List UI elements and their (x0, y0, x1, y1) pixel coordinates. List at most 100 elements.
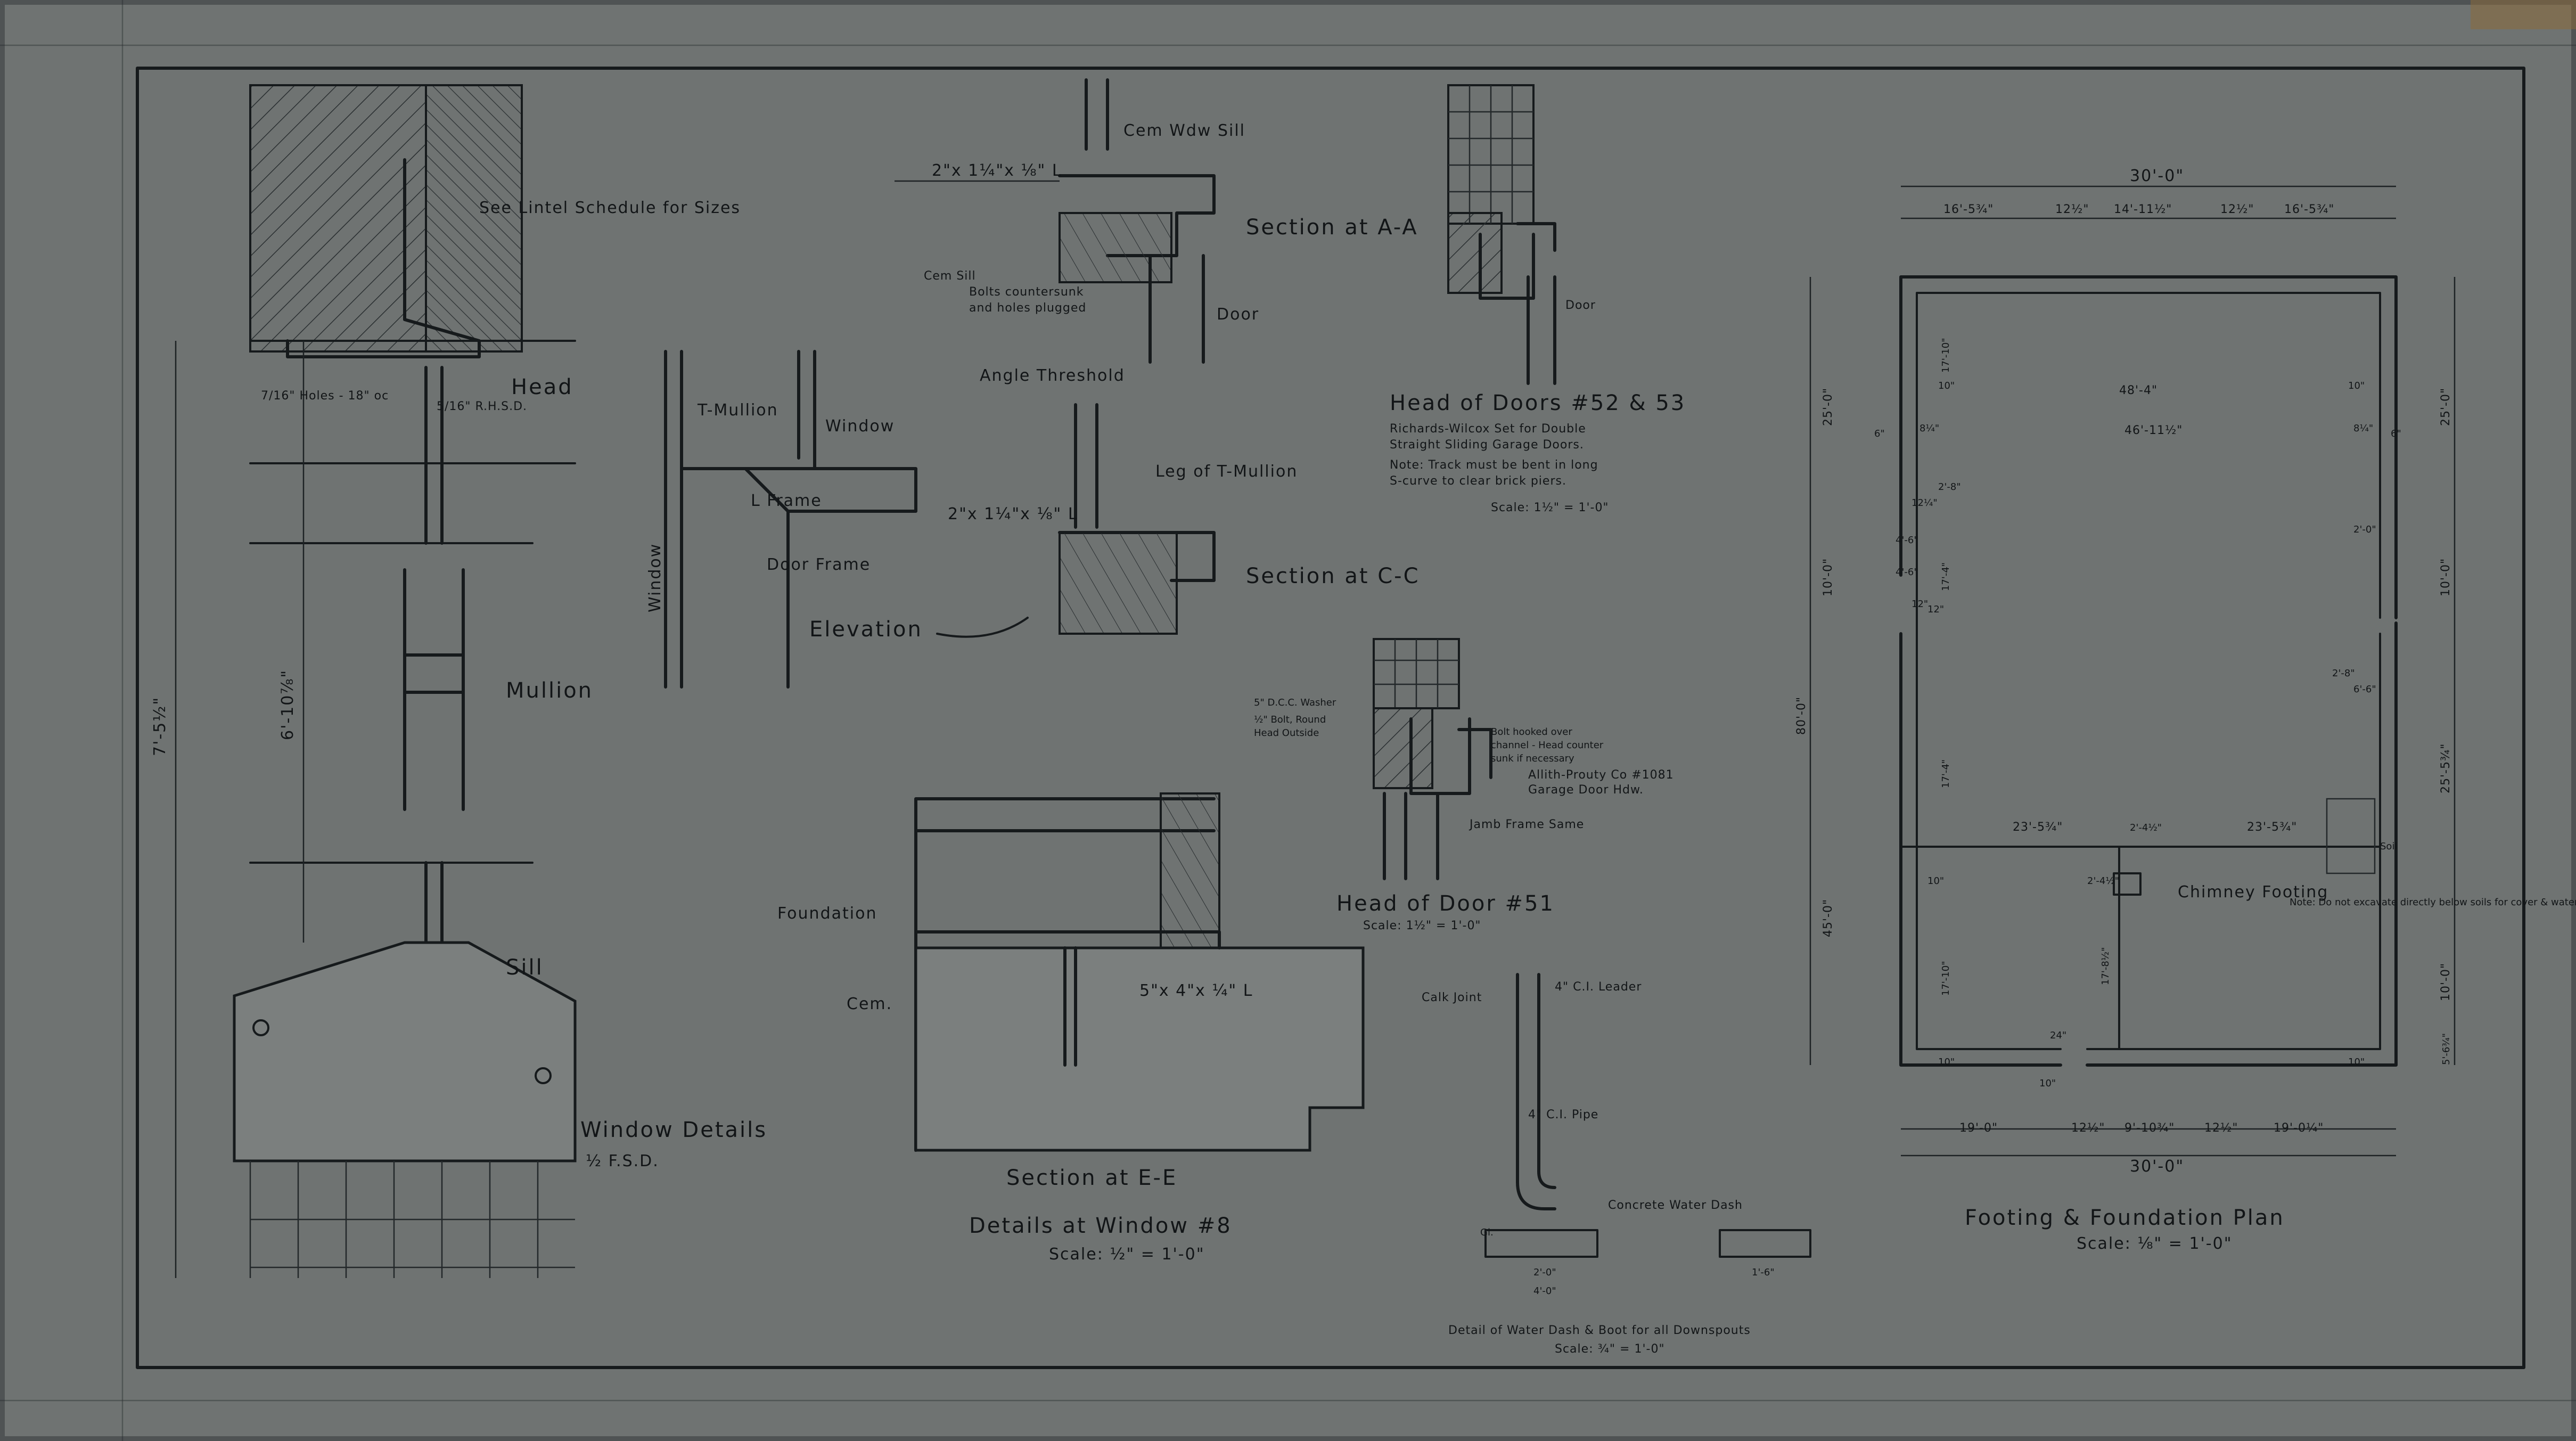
aa-door-label: Door (1217, 305, 1259, 324)
track-note-2: S-curve to clear brick piers. (1390, 474, 1566, 488)
section-cc: Leg of T-Mullion 2"x 1¼"x ⅛" L Section a… (948, 403, 1420, 635)
hardware-51 (1409, 717, 1492, 795)
inner-46: 46'-11½" (2124, 424, 2183, 437)
ee-angle-top (914, 930, 1221, 949)
bottom-dim-4: 19'-0¼" (2274, 1121, 2324, 1135)
elevation-arrow (936, 617, 1029, 638)
pier-dim-label: 10" (2039, 1078, 2056, 1089)
ci-leader: 4" C.I. Leader (1555, 980, 1642, 994)
section-cc-title: Section at C-C (1246, 564, 1420, 588)
hooked-note-2: channel - Head counter (1491, 740, 1604, 751)
head-doors-title: Head of Doors #52 & 53 (1390, 391, 1686, 415)
hooked-note-3: sunk if necessary (1491, 753, 1574, 764)
water-dash-title: Detail of Water Dash & Boot for all Down… (1448, 1324, 1751, 1337)
tape-stain (2471, 0, 2576, 29)
head-door-51: 5" D.C.C. Washer ½" Bolt, Round Head Out… (1254, 638, 1673, 932)
allith-note-2: Garage Door Hdw. (1528, 783, 1644, 797)
concrete-water-dash: Concrete Water Dash (1608, 1199, 1743, 1212)
ci-pipe: 4" C.I. Pipe (1528, 1108, 1598, 1121)
angle-threshold: Angle Threshold (980, 366, 1125, 385)
section-aa-title: Section at A-A (1246, 215, 1418, 240)
right-dim-4: 5'-6¾" (2441, 1033, 2452, 1065)
dash-dim-3: 4'-0" (1533, 1286, 1556, 1297)
top-dim-1: 12½" (2055, 203, 2089, 216)
plan-width-top: 30'-0" (2130, 167, 2184, 185)
dim-inner: 6'-10⅞" (278, 669, 297, 740)
section-aa: Cem Wdw Sill 2"x 1¼"x ⅛" L Cem Sill Bolt… (895, 78, 1418, 385)
leg-t-mullion: Leg of T-Mullion (1155, 462, 1298, 481)
aa-wood-block (1059, 212, 1172, 283)
bottom-dim-0: 19'-0" (1959, 1121, 1998, 1135)
elevation-frame (664, 350, 816, 689)
top-dim-3: 12½" (2220, 203, 2254, 216)
drawing-border (136, 67, 2525, 1369)
pier-dim-label: 6'-6" (2353, 684, 2376, 695)
dim-2-4: 2'-4½" (2130, 822, 2162, 833)
dash-dim-2: 1'-6" (1752, 1267, 1775, 1278)
right-dim-1: 10'-0" (2439, 558, 2452, 596)
bottom-dim-3: 12½" (2204, 1121, 2238, 1135)
mullion-label: Mullion (506, 678, 593, 703)
sill-bolt-b (535, 1067, 552, 1084)
pier-dim-label: 6" (2391, 428, 2401, 439)
pier-dim-label: 4'-6" (1896, 535, 1918, 546)
foundation-label: Foundation (777, 904, 877, 923)
head-frame (424, 366, 444, 545)
note-box (2326, 798, 2376, 874)
lintel-angle (286, 158, 481, 358)
chimney-footing: Chimney Footing (2178, 883, 2328, 902)
inner-left-3: 17'-10" (1940, 961, 1951, 996)
cc-angle: 2"x 1¼"x ⅛" L (948, 505, 1078, 523)
header-block-51 (1373, 707, 1433, 789)
lintel-wall-hatch-b (425, 84, 523, 353)
downspout-pipe (1516, 973, 1556, 1210)
sill-bolt (252, 1019, 269, 1036)
head-door-51-scale: Scale: 1½" = 1'-0" (1363, 919, 1481, 932)
bolt-note-1: ½" Bolt, Round (1254, 714, 1326, 725)
elevation-detail: T-Mullion Window Window L Frame Door Fra… (646, 350, 1029, 689)
brick-grid-52 (1448, 85, 1533, 224)
pier-dim-label: 8¼" (1919, 423, 1939, 434)
pier-dim-label: 24" (2050, 1030, 2066, 1041)
jamb-51 (1383, 792, 1439, 880)
section-ee: Foundation Cem. 5"x 4"x ¼" L Section at … (777, 792, 1365, 1264)
inner-17-8: 17'-8½" (2100, 947, 2111, 985)
dash-dim-1: 2'-0" (1533, 1267, 1556, 1278)
right-dim-3: 10'-0" (2439, 963, 2452, 1001)
head-doors-52-53: Door Head of Doors #52 & 53 Richards-Wil… (1390, 84, 1686, 514)
head-door-51-title: Head of Door #51 (1336, 891, 1555, 916)
head-label: Head (511, 375, 573, 399)
header-block (1447, 212, 1503, 294)
foundation-outline (1899, 275, 2398, 1067)
water-dash-a (1484, 1229, 1598, 1258)
inner-48: 48'-4" (2119, 384, 2157, 397)
holes-note: 7/16" Holes - 18" oc (261, 389, 389, 403)
window-side-label: Window (646, 543, 664, 612)
ee-post (1160, 792, 1220, 949)
inner-left-2: 17'-4" (1940, 759, 1951, 788)
dim-2-4b: 2'-4½" (2087, 875, 2119, 887)
door-52 (1527, 275, 1556, 385)
bolt-note-2: Head Outside (1254, 727, 1319, 739)
pier-dim-label: 10" (1938, 1057, 1955, 1068)
cc-wood-block (1059, 531, 1178, 635)
ee-concrete (914, 946, 1365, 1152)
aa-door (1148, 254, 1205, 364)
t-mullion-label: T-Mullion (697, 401, 778, 420)
foundation-plan-scale: Scale: ⅛" = 1'-0" (2077, 1234, 2233, 1253)
bolts-note-1: Bolts countersunk (969, 285, 1084, 299)
pier-dim-label: 12" (1927, 604, 1944, 615)
top-dim-2: 14'-11½" (2114, 203, 2172, 216)
pier-dim-label: 12¼" (1912, 497, 1938, 509)
pier-dim-label: 2'-8" (2332, 668, 2355, 679)
lintel-note: See Lintel Schedule for Sizes (479, 199, 741, 217)
door-frame-label: Door Frame (767, 555, 871, 574)
sill-label: Sill (506, 955, 544, 980)
pier-dim-label: 8¼" (2353, 423, 2373, 434)
left-dim-1: 10'-0" (1822, 558, 1835, 596)
dim-23b: 23'-5¾" (2247, 821, 2297, 834)
chimney-footing-rect (2113, 872, 2142, 896)
pier-dim-label: 10" (2348, 380, 2365, 391)
